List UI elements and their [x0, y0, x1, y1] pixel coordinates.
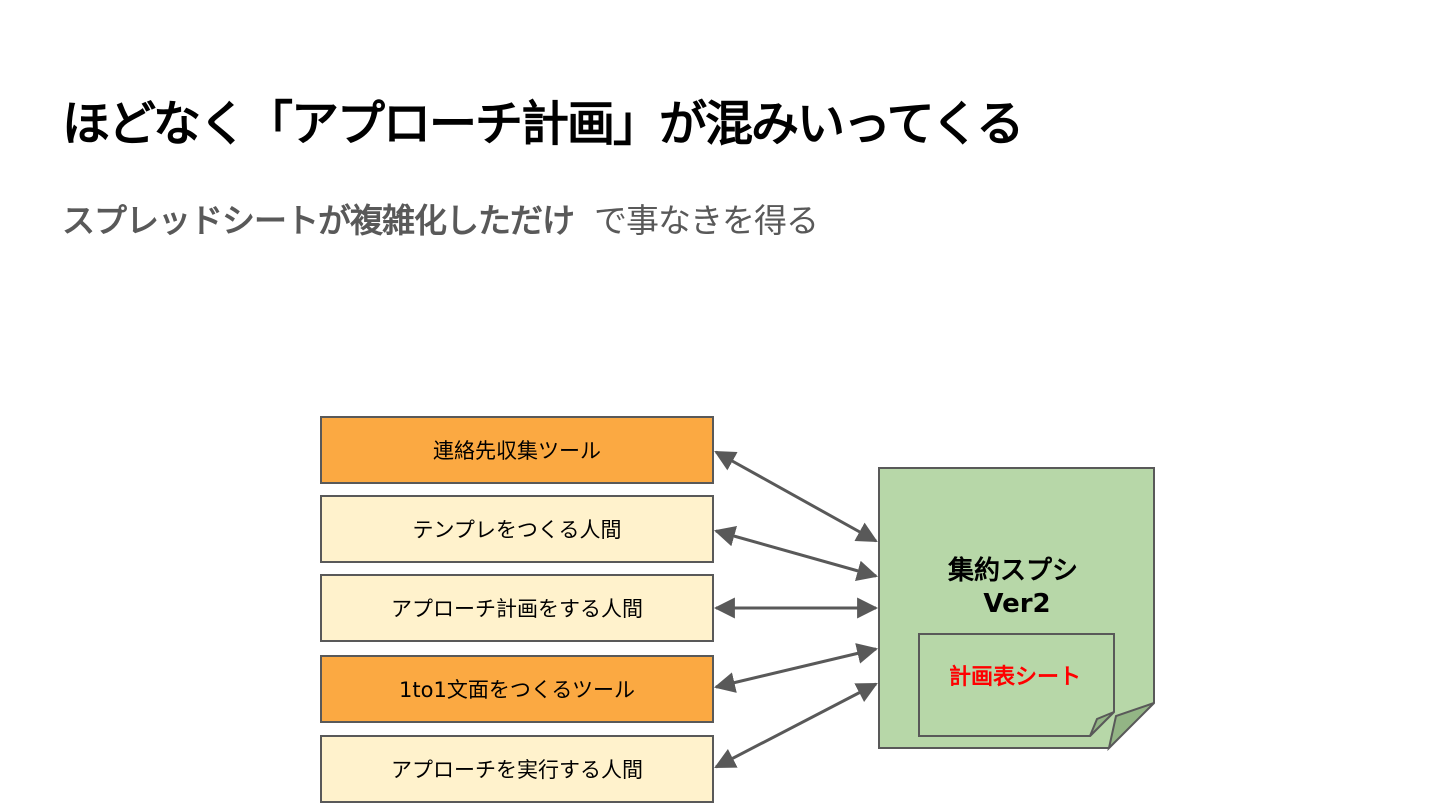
box-1to1-message-tool: 1to1文面をつくるツール [320, 655, 714, 723]
inner-plan-sheet: 計画表シート [918, 633, 1115, 737]
box-rect [320, 495, 714, 563]
arrow-box0 [714, 450, 878, 543]
box-label: 1to1文面をつくるツール [399, 678, 635, 702]
box-template-maker-human: テンプレをつくる人間 [320, 495, 714, 563]
subtitle-rest: で事なきを得る [594, 201, 819, 240]
box-approach-executor-human: アプローチを実行する人間 [320, 735, 714, 803]
arrow-box4 [714, 682, 878, 769]
subtitle-emphasis: スプレッドシートが複雑化しただけ [62, 201, 575, 240]
spreadsheet-title-line1: 集約スプシ [947, 555, 1078, 586]
slide-subtitle: スプレッドシートが複雑化しただけで事なきを得る [62, 194, 819, 242]
inner-sheet-label: 計画表シート [949, 664, 1081, 690]
box-label: テンプレをつくる人間 [413, 518, 622, 542]
arrow-box3 [713, 643, 879, 693]
aggregate-spreadsheet: 集約スプシ Ver2 計画表シート [878, 467, 1155, 752]
connector-arrows [713, 450, 879, 769]
box-rect [320, 655, 714, 723]
box-contact-collection-tool: 連絡先収集ツール [320, 416, 714, 484]
inner-sheet-fold-corner [1089, 711, 1115, 737]
spreadsheet-fold-corner [1107, 702, 1155, 752]
box-label: 連絡先収集ツール [433, 439, 601, 463]
arrow-box1 [713, 526, 879, 581]
box-rect [320, 574, 714, 642]
box-rect [320, 416, 714, 484]
box-label: アプローチを実行する人間 [391, 758, 643, 782]
slide-title: ほどなく「アプローチ計画」が混みいってくる [62, 96, 1024, 152]
box-approach-planner-human: アプローチ計画をする人間 [320, 574, 714, 642]
spreadsheet-title-line2: Ver2 [983, 589, 1050, 619]
box-rect [320, 735, 714, 803]
box-label: アプローチ計画をする人間 [391, 597, 643, 621]
